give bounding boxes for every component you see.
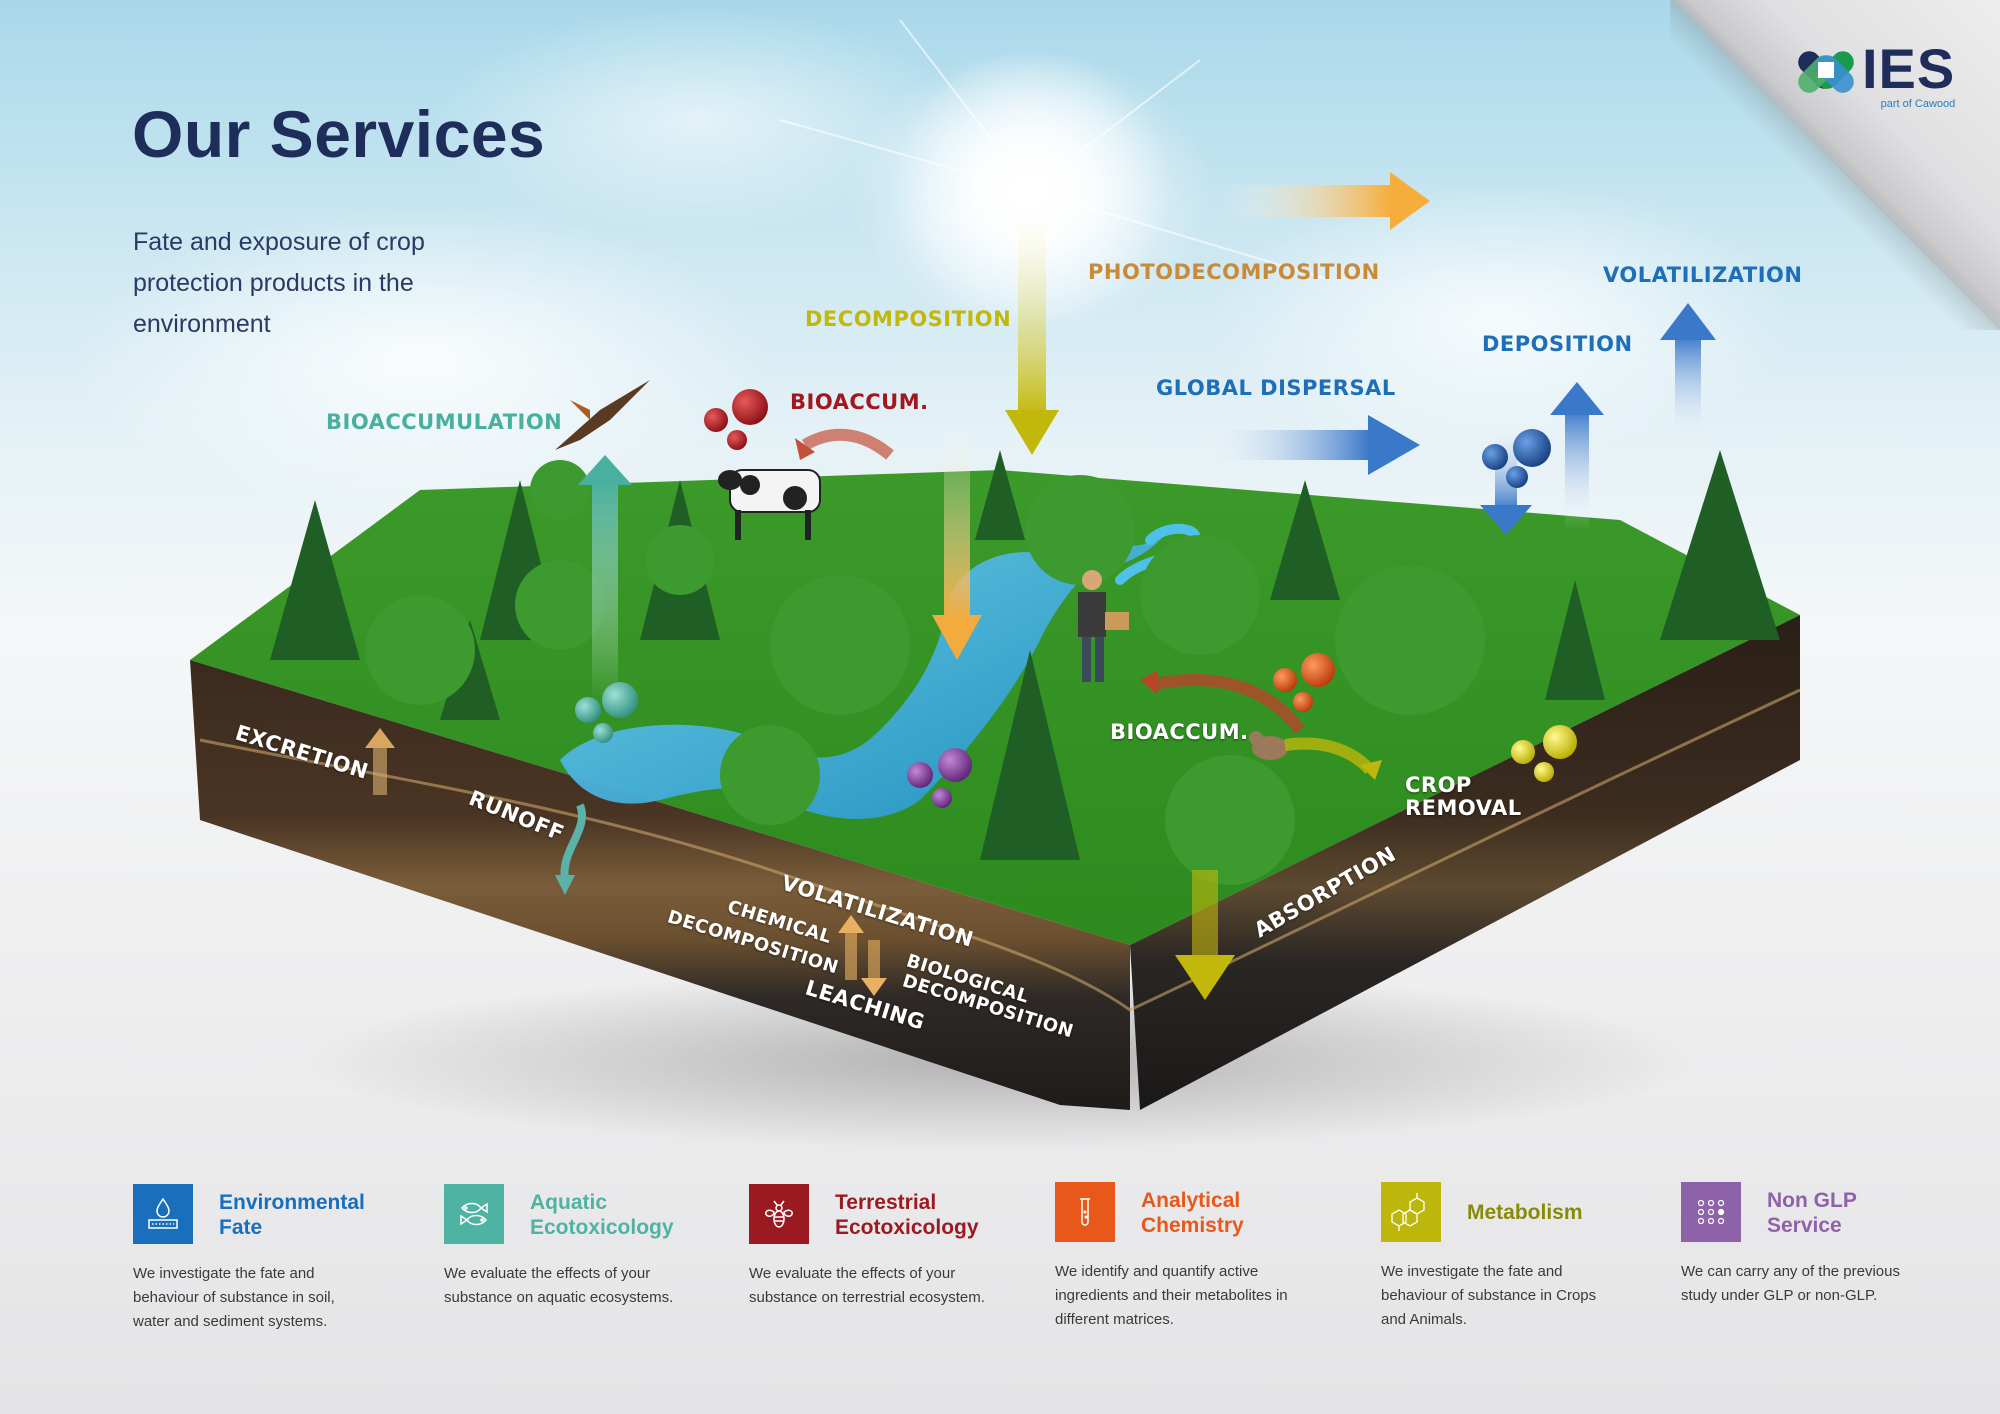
service-description: We evaluate the effects of your substanc…	[444, 1265, 674, 1306]
label-volatilization-air: VOLATILIZATION	[1603, 263, 1803, 287]
global-dispersal-arrow	[1200, 415, 1420, 475]
decomposition-arrow	[1005, 225, 1059, 455]
field-bioaccum-arrows	[1140, 670, 1382, 780]
water-drop-soil-icon	[133, 1184, 193, 1244]
molecules-teal	[575, 682, 638, 743]
molecule-icon	[1381, 1182, 1441, 1242]
dot-grid-icon	[1681, 1182, 1741, 1242]
label-bioaccum-field: BIOACCUM.	[1110, 720, 1249, 744]
cow	[718, 469, 821, 540]
label-global-dispersal: GLOBAL DISPERSAL	[1156, 376, 1396, 400]
deposition-up-arrow	[1550, 382, 1604, 530]
sun-rays	[779, 19, 1331, 281]
service-title: Metabolism	[1467, 1201, 1583, 1224]
deposition-down-arrow	[1480, 420, 1532, 535]
trees	[270, 450, 1780, 885]
service-description: We evaluate the effects of your substanc…	[749, 1265, 985, 1306]
label-bioaccum-cow: BIOACCUM.	[790, 390, 929, 414]
service-description: We investigate the fate and behaviour of…	[1381, 1263, 1597, 1328]
rabbit	[1249, 731, 1288, 760]
water-deposition-arrow	[932, 420, 982, 660]
absorption-arrow	[1175, 870, 1235, 1000]
photodecomposition-arrow	[1220, 172, 1430, 230]
molecules-orange	[1273, 653, 1335, 712]
ies-logo[interactable]: IES part of Cawood	[1793, 37, 1956, 110]
label-decomposition: DECOMPOSITION	[805, 307, 1012, 331]
molecules-red	[704, 389, 768, 450]
molecules-purple	[907, 748, 972, 808]
hawk	[555, 380, 650, 450]
diagram-art	[190, 19, 1801, 1150]
logo-tagline: part of Cawood	[1880, 98, 1956, 110]
river	[560, 533, 1167, 819]
test-tube-icon	[1055, 1182, 1115, 1242]
label-deposition: DEPOSITION	[1482, 332, 1633, 356]
molecules-blue	[1482, 429, 1551, 488]
logo-word: IES	[1862, 37, 1956, 100]
bioaccum-cow-arrow	[795, 428, 894, 460]
farmer	[1078, 570, 1129, 682]
page-title: Our Services	[132, 97, 546, 171]
molecules-yellow	[1511, 725, 1577, 782]
service-description: We investigate the fate and behaviour of…	[133, 1265, 335, 1330]
soil-right-face	[1130, 615, 1800, 1110]
leaching-arrows	[838, 915, 887, 996]
ies-logo-mark-icon	[1793, 44, 1859, 98]
page-subtitle: Fate and exposure of crop protection pro…	[133, 228, 425, 338]
label-bioaccumulation: BIOACCUMULATION	[326, 410, 563, 434]
soil-layer-line	[199, 688, 1801, 1012]
bee-icon	[749, 1184, 809, 1244]
soil-left-face	[190, 660, 1130, 1110]
fish-icon	[444, 1184, 504, 1244]
runoff-arrow	[555, 803, 586, 895]
label-removal: REMOVAL	[1405, 796, 1522, 820]
service-description: We identify and quantify active ingredie…	[1055, 1263, 1288, 1328]
service-description: We can carry any of the previous study u…	[1681, 1263, 1900, 1304]
excretion-arrow	[365, 728, 395, 795]
label-photodecomposition: PHOTODECOMPOSITION	[1088, 260, 1380, 284]
label-crop: CROP	[1405, 773, 1472, 797]
environment-diagram: BIOACCUMULATION BIOACCUM. DECOMPOSITION …	[190, 19, 1803, 1150]
volatilization-up-arrow	[1660, 303, 1716, 445]
bioaccumulation-arrow	[578, 455, 632, 700]
